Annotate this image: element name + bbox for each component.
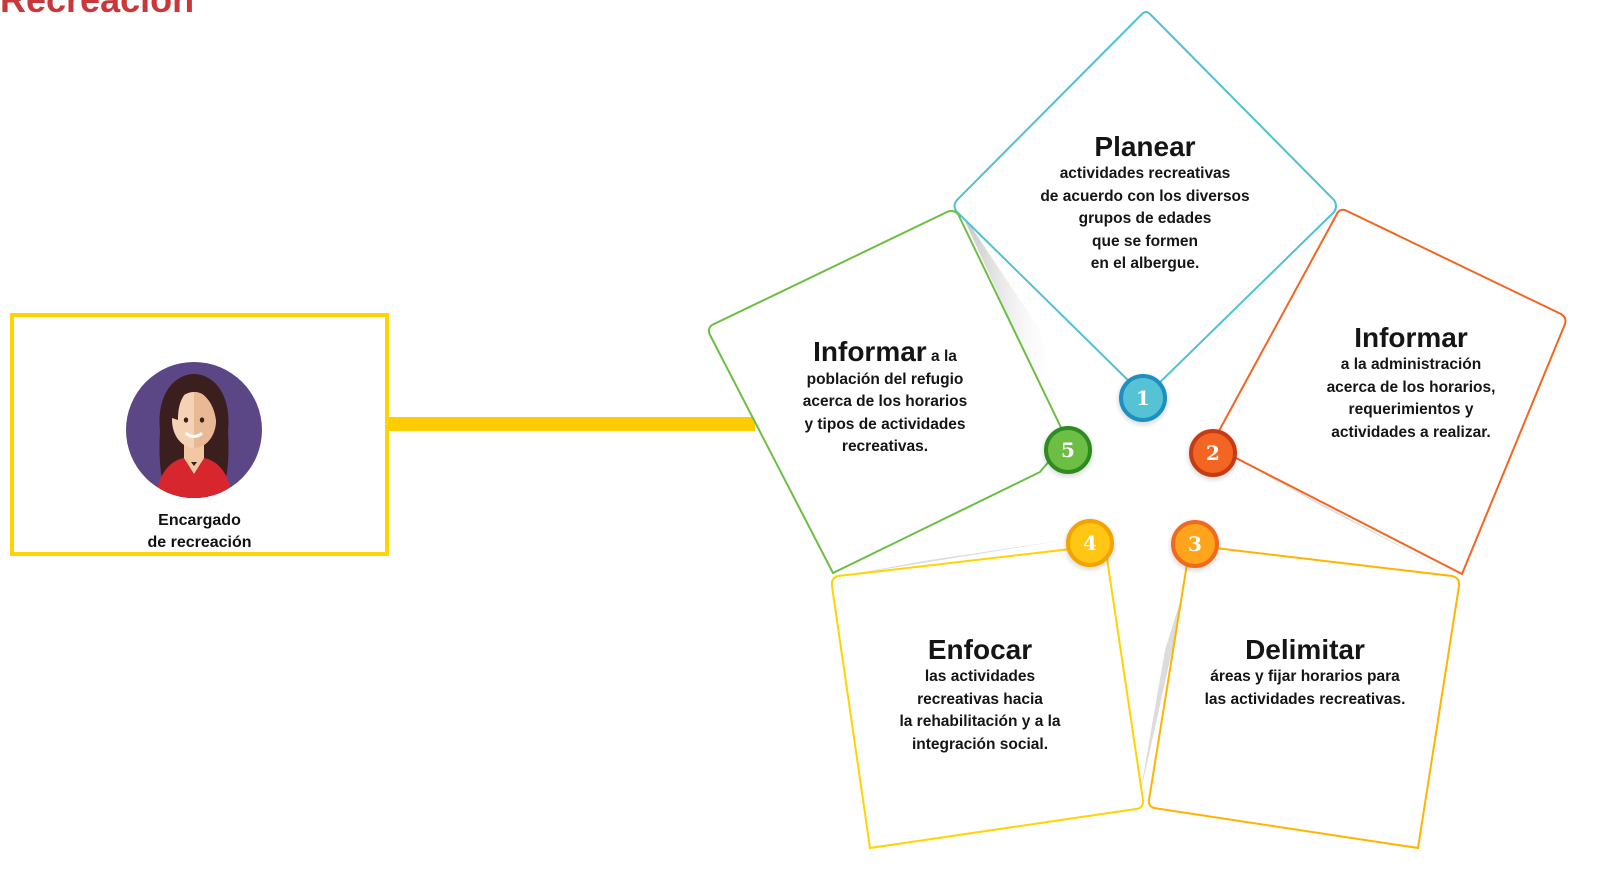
step-5-inline-text: a la: [931, 348, 957, 365]
badge-number-4: 4: [1083, 531, 1097, 555]
step-2-text: Informar a la administración acerca de l…: [1296, 322, 1526, 444]
step-4-line: integración social.: [911, 735, 1049, 753]
step-3-title: Delimitar: [1245, 634, 1365, 665]
woman-avatar-icon: [126, 362, 262, 498]
badge-step-3: 3: [1167, 518, 1223, 574]
petal-step-3: [1147, 543, 1461, 850]
page-title: Recreación: [0, 0, 194, 22]
badge-number-2: 2: [1206, 441, 1220, 465]
step-4-line: las actividades: [924, 668, 1036, 685]
step-5-heading: Informar a la: [770, 336, 1000, 369]
connector-bar: [385, 417, 755, 431]
role-label-line-2: de recreación: [147, 534, 252, 551]
step-2-line: requerimientos y: [1348, 401, 1474, 418]
badge-step-1: 1: [1115, 372, 1171, 428]
step-1-text: Planear actividades recreativas de acuer…: [1010, 131, 1280, 276]
badge-step-5: 5: [1040, 424, 1096, 480]
role-label: Encargado de recreación: [14, 510, 385, 554]
step-2-title: Informar: [1354, 322, 1468, 353]
badge-step-4: 4: [1062, 517, 1118, 573]
step-4-line: la rehabilitación y a la: [899, 713, 1061, 730]
step-3-line: áreas y fijar horarios para: [1210, 668, 1400, 685]
step-5-line: acerca de los horarios: [802, 393, 968, 410]
step-5-title: Informar: [813, 336, 927, 367]
step-2-line: acerca de los horarios,: [1326, 378, 1496, 396]
step-4-title: Enfocar: [927, 634, 1033, 665]
badge-number-3: 3: [1188, 532, 1202, 556]
badge-step-2: 2: [1185, 427, 1241, 483]
step-3-text: Delimitar áreas y fijar horarios para la…: [1175, 634, 1435, 711]
step-5-line: población del refugio: [806, 370, 964, 388]
role-card: Encargado de recreación: [10, 313, 389, 556]
petal-step-2: [1212, 208, 1567, 576]
step-1-title: Planear: [1094, 131, 1196, 162]
petal-step-5: [707, 209, 1069, 575]
petal-step-4: [830, 543, 1145, 850]
step-5-line: y tipos de actividades: [804, 415, 966, 433]
step-1-line: grupos de edades: [1078, 210, 1212, 227]
step-2-line: actividades a realizar.: [1331, 423, 1491, 441]
role-label-line-1: Encargado: [158, 512, 241, 529]
step-5-text: Informar a la población del refugio acer…: [770, 336, 1000, 459]
step-1-line: en el albergue.: [1090, 255, 1200, 272]
step-5-line: recreativas.: [841, 438, 929, 455]
badge-number-5: 5: [1061, 438, 1075, 462]
step-3-line: las actividades recreativas.: [1204, 690, 1406, 708]
step-4-text: Enfocar las actividades recreativas haci…: [870, 634, 1090, 756]
step-1-line: que se formen: [1092, 232, 1198, 250]
step-1-line: actividades recreativas: [1059, 165, 1231, 182]
step-2-line: a la administración: [1340, 356, 1482, 373]
badge-number-1: 1: [1136, 386, 1150, 410]
step-1-line: de acuerdo con los diversos: [1040, 187, 1250, 205]
petal-step-1: [953, 11, 1337, 393]
step-4-line: recreativas hacia: [917, 690, 1043, 708]
